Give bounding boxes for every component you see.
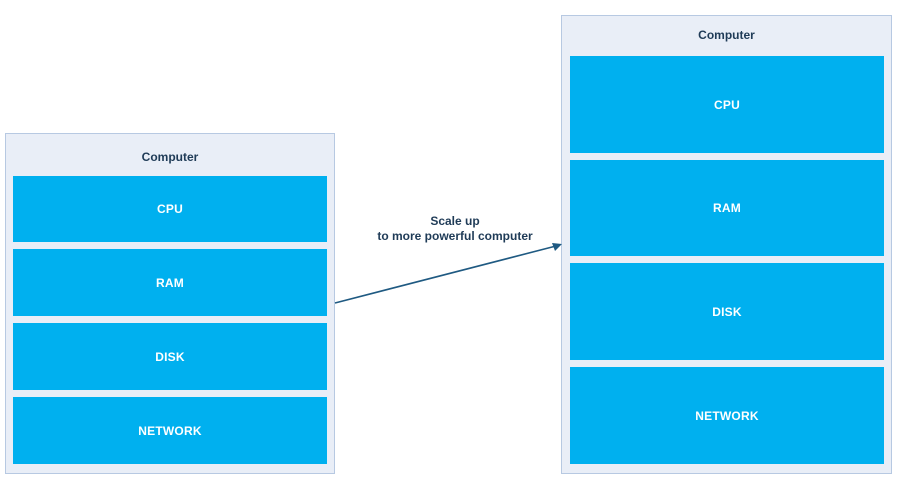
arrow-head	[552, 243, 562, 251]
computer-large: Computer CPU RAM DISK NETWORK	[561, 15, 892, 474]
scale-up-label: Scale up to more powerful computer	[340, 214, 570, 244]
ram-block: RAM	[13, 249, 327, 316]
network-block: NETWORK	[570, 367, 884, 464]
computer-small: Computer CPU RAM DISK NETWORK	[5, 133, 335, 474]
disk-block: DISK	[570, 263, 884, 360]
cpu-block: CPU	[570, 56, 884, 153]
cpu-block: CPU	[13, 176, 327, 242]
disk-block: DISK	[13, 323, 327, 390]
network-block: NETWORK	[13, 397, 327, 464]
computer-title: Computer	[698, 28, 755, 42]
arrow-line	[334, 245, 557, 304]
label-line-2: to more powerful computer	[377, 229, 533, 243]
label-line-1: Scale up	[430, 214, 480, 228]
computer-title: Computer	[141, 150, 199, 164]
ram-block: RAM	[570, 160, 884, 256]
